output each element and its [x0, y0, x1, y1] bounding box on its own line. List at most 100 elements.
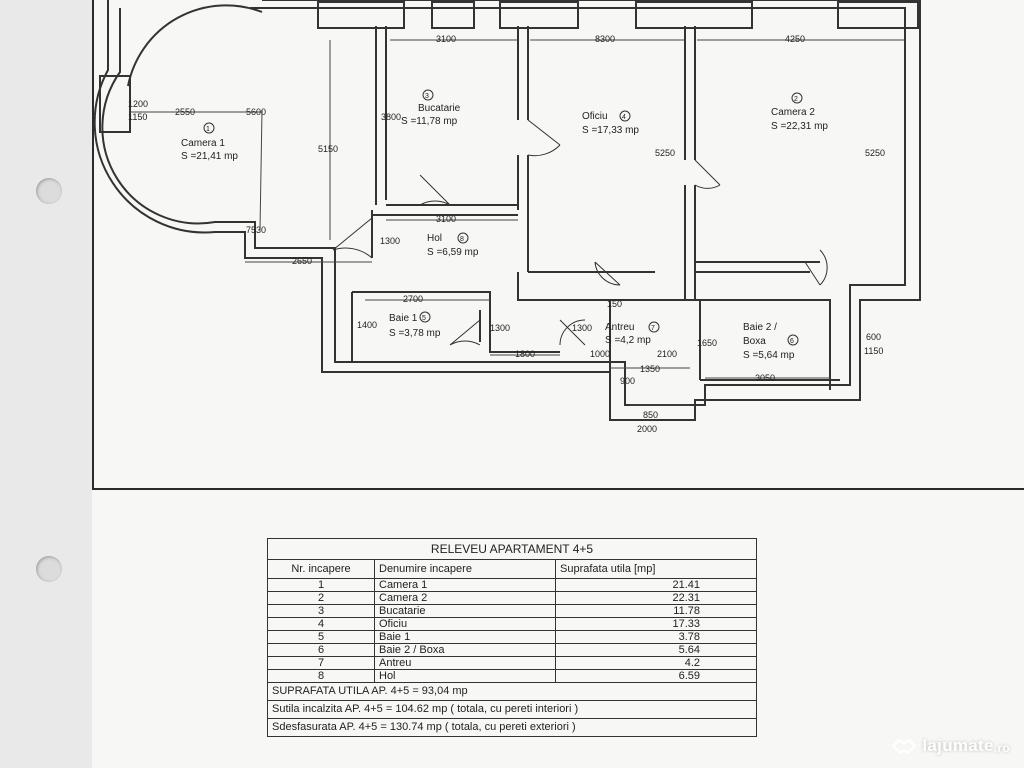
room-area-antreu: S =4,2 mp	[605, 335, 651, 346]
dim-label: 1350	[640, 364, 660, 374]
room-number-bucatarie: 3	[425, 93, 429, 100]
cell-area: 4.2	[555, 656, 757, 670]
floor-plan: 1 Camera 1 S =21,41 mp 3 Bucatarie S =11…	[93, 0, 921, 434]
room-name2-baie2: Boxa	[743, 336, 766, 347]
dim-label: 900	[620, 376, 635, 386]
header-name: Denumire incapere	[374, 559, 556, 579]
room-name-camera1: Camera 1	[181, 138, 225, 149]
cell-area: 22.31	[555, 591, 757, 605]
handshake-icon	[892, 738, 917, 755]
cell-area: 11.78	[555, 604, 757, 618]
dim-label: 3100	[436, 214, 456, 224]
room-name-bucatarie: Bucatarie	[418, 103, 461, 114]
cell-area: 3.78	[555, 630, 757, 644]
room-area-camera2: S =22,31 mp	[771, 121, 828, 132]
dim-label: 1300	[380, 236, 400, 246]
dim-label: 5150	[318, 144, 338, 154]
room-area-baie2: S =5,64 mp	[743, 350, 795, 361]
cell-name: Oficiu	[374, 617, 556, 631]
room-number-camera2: 2	[794, 96, 798, 103]
punch-hole-top	[36, 178, 62, 204]
cell-name: Bucatarie	[374, 604, 556, 618]
dim-label: 4250	[785, 34, 805, 44]
room-area-bucatarie: S =11,78 mp	[401, 116, 458, 127]
dim-label: 600	[866, 332, 881, 342]
cell-name: Antreu	[374, 656, 556, 670]
dim-label: 7530	[246, 225, 266, 235]
dim-label: 2000	[637, 424, 657, 434]
room-number-oficiu: 4	[622, 114, 626, 121]
dim-label: 850	[643, 410, 658, 420]
cell-name: Camera 2	[374, 591, 556, 605]
room-area-baie1: S =3,78 mp	[389, 328, 441, 339]
dim-label: 3100	[436, 34, 456, 44]
cell-nr: 1	[267, 578, 375, 592]
dim-label: 3050	[755, 373, 775, 383]
watermark-suffix: .ro	[993, 741, 1010, 755]
room-number-antreu: 7	[651, 325, 655, 332]
cell-name: Camera 1	[374, 578, 556, 592]
dim-label: 150	[607, 299, 622, 309]
summary-desfasurata: Sdesfasurata AP. 4+5 = 130.74 mp ( total…	[267, 718, 757, 737]
cell-name: Baie 2 / Boxa	[374, 643, 556, 657]
releveu-table: RELEVEU APARTAMENT 4+5 Nr. incapere Denu…	[267, 538, 757, 737]
summary-utila: SUPRAFATA UTILA AP. 4+5 = 93,04 mp	[267, 682, 757, 701]
cell-name: Baie 1	[374, 630, 556, 644]
dim-label: 8300	[595, 34, 615, 44]
room-name-antreu: Antreu	[605, 322, 634, 333]
room-name-camera2: Camera 2	[771, 107, 815, 118]
room-number-baie1: 5	[422, 315, 426, 322]
dim-label: 1650	[697, 338, 717, 348]
dim-label: 1200	[128, 99, 148, 109]
room-number-hol: 8	[460, 236, 464, 243]
punch-hole-bottom	[36, 556, 62, 582]
dim-label: 5600	[246, 107, 266, 117]
dim-label: 2550	[175, 107, 195, 117]
table-title: RELEVEU APARTAMENT 4+5	[267, 538, 757, 560]
cell-area: 5.64	[555, 643, 757, 657]
dim-label: 1400	[357, 320, 377, 330]
room-area-hol: S =6,59 mp	[427, 247, 479, 258]
cell-area: 6.59	[555, 669, 757, 683]
cell-nr: 8	[267, 669, 375, 683]
cell-nr: 2	[267, 591, 375, 605]
cell-nr: 7	[267, 656, 375, 670]
cell-nr: 4	[267, 617, 375, 631]
dim-label: 5250	[865, 148, 885, 158]
header-area: Suprafata utila [mp]	[555, 559, 757, 579]
dim-label: 2700	[403, 294, 423, 304]
cell-name: Hol	[374, 669, 556, 683]
room-name-baie2: Baie 2 /	[743, 322, 777, 333]
header-nr: Nr. incapere	[267, 559, 375, 579]
frame-left-line	[92, 0, 94, 490]
dim-label: 2100	[657, 349, 677, 359]
dim-label: 1150	[128, 112, 147, 122]
cell-area: 17.33	[555, 617, 757, 631]
room-name-hol: Hol	[427, 233, 442, 244]
room-area-oficiu: S =17,33 mp	[582, 125, 639, 136]
dim-label: 1300	[490, 323, 510, 333]
room-area-camera1: S =21,41 mp	[181, 151, 238, 162]
dim-label: 1300	[572, 323, 592, 333]
releveu-table-wrap: RELEVEU APARTAMENT 4+5 Nr. incapere Denu…	[267, 538, 757, 737]
room-name-baie1: Baie 1	[389, 313, 418, 324]
cell-area: 21.41	[555, 578, 757, 592]
summary-incalzita: Sutila incalzita AP. 4+5 = 104.62 mp ( t…	[267, 700, 757, 719]
cell-nr: 6	[267, 643, 375, 657]
watermark: lajumate.ro	[891, 736, 1010, 756]
room-name-oficiu: Oficiu	[582, 111, 608, 122]
dim-label: 5250	[655, 148, 675, 158]
cell-nr: 3	[267, 604, 375, 618]
room-number-camera1: 1	[206, 126, 210, 133]
dim-label: 1800	[515, 349, 535, 359]
dim-label: 2650	[292, 256, 312, 266]
dim-label: 3800	[381, 112, 401, 122]
